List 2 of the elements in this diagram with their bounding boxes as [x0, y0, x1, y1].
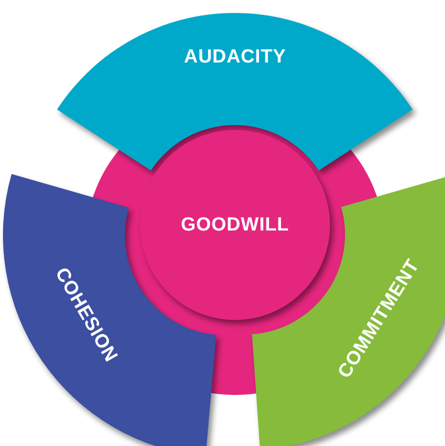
segment-label: AUDACITY: [184, 48, 286, 66]
segment-label: GOODWILL: [180, 216, 290, 234]
